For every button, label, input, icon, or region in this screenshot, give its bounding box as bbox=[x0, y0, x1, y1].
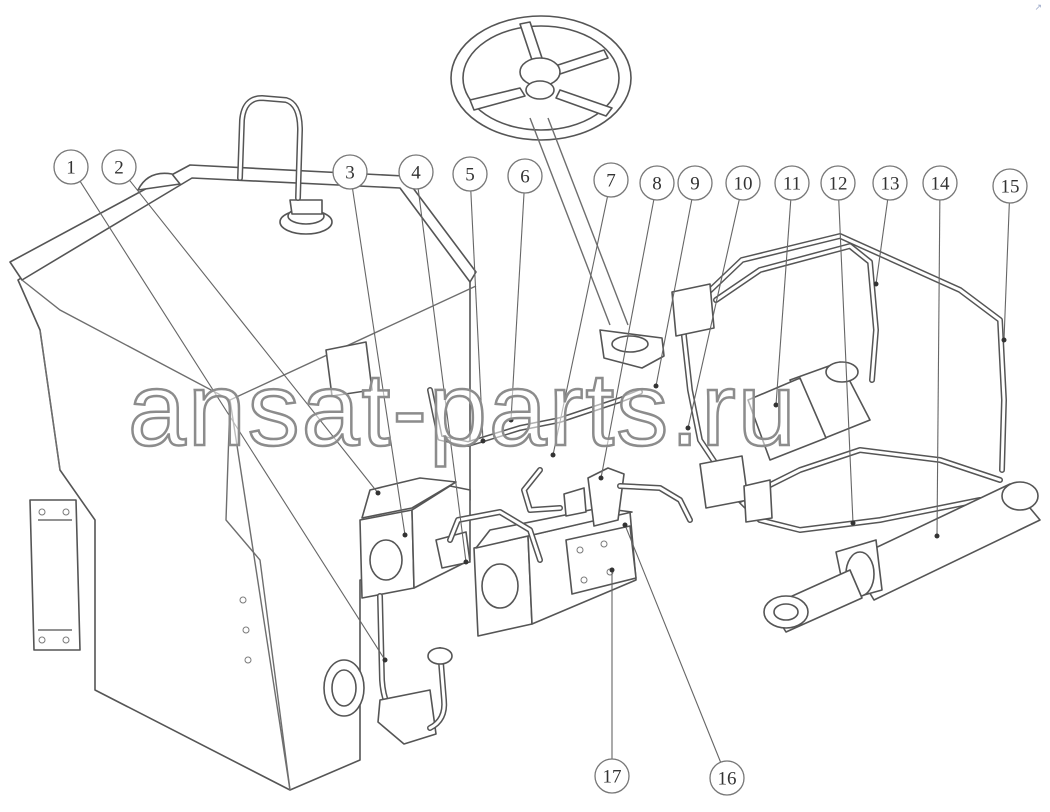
callout-circle-11 bbox=[774, 165, 810, 201]
leader-line-15 bbox=[1003, 202, 1010, 341]
callout-number-5: 5 bbox=[465, 165, 475, 186]
callout-3: 3 bbox=[332, 154, 368, 190]
steering-wheel bbox=[450, 15, 665, 369]
callout-2: 2 bbox=[101, 149, 137, 185]
leader-dot-10 bbox=[685, 425, 691, 431]
callout-circle-8 bbox=[639, 165, 675, 201]
callout-number-15: 15 bbox=[1001, 177, 1020, 198]
callout-17: 17 bbox=[594, 758, 630, 794]
corner-mark-icon: ↗ bbox=[1034, 2, 1042, 12]
callout-16: 16 bbox=[709, 760, 745, 796]
callout-15: 15 bbox=[992, 168, 1028, 204]
callout-12: 12 bbox=[820, 165, 856, 201]
callout-number-17: 17 bbox=[603, 767, 622, 788]
callout-number-8: 8 bbox=[652, 174, 662, 195]
callout-circle-13 bbox=[872, 165, 908, 201]
leader-dot-11 bbox=[773, 402, 779, 408]
leader-dot-2 bbox=[375, 490, 381, 496]
leader-line-5 bbox=[470, 190, 484, 442]
leader-dot-3 bbox=[402, 532, 408, 538]
leader-line-14 bbox=[936, 199, 941, 537]
leader-dot-14 bbox=[934, 533, 940, 539]
callout-circle-4 bbox=[398, 154, 434, 190]
pump-left bbox=[359, 477, 471, 599]
callout-9: 9 bbox=[677, 165, 713, 201]
pump-center bbox=[473, 467, 637, 637]
callout-number-6: 6 bbox=[520, 167, 530, 188]
leader-line-2 bbox=[129, 179, 379, 494]
callout-number-1: 1 bbox=[66, 158, 76, 179]
callout-leaders bbox=[79, 179, 1010, 763]
leader-line-13 bbox=[875, 199, 889, 285]
callout-5: 5 bbox=[452, 156, 488, 192]
callout-number-4: 4 bbox=[411, 163, 421, 184]
steering-cylinder-lower bbox=[763, 481, 1041, 633]
leader-dot-1 bbox=[382, 657, 388, 663]
leader-dot-17 bbox=[609, 567, 615, 573]
hydraulic-tank bbox=[9, 95, 477, 791]
callout-number-2: 2 bbox=[114, 158, 124, 179]
callout-number-13: 13 bbox=[881, 174, 900, 195]
leader-dot-9 bbox=[653, 383, 659, 389]
callout-circle-5 bbox=[452, 156, 488, 192]
callout-circle-14 bbox=[922, 165, 958, 201]
steering-cylinder-upper bbox=[747, 361, 871, 461]
leader-line-7 bbox=[552, 196, 609, 456]
leader-line-8 bbox=[600, 199, 655, 479]
leader-line-4 bbox=[417, 188, 467, 563]
leader-line-10 bbox=[687, 199, 740, 429]
leader-dot-13 bbox=[873, 281, 879, 287]
leader-line-1 bbox=[79, 181, 386, 661]
callout-circle-3 bbox=[332, 154, 368, 190]
leader-line-3 bbox=[352, 188, 406, 536]
callout-circle-10 bbox=[725, 165, 761, 201]
callout-circle-17 bbox=[594, 758, 630, 794]
callout-7: 7 bbox=[593, 162, 629, 198]
callout-8: 8 bbox=[639, 165, 675, 201]
callout-circle-12 bbox=[820, 165, 856, 201]
callout-4: 4 bbox=[398, 154, 434, 190]
leader-dot-7 bbox=[550, 452, 556, 458]
callout-13: 13 bbox=[872, 165, 908, 201]
leader-dot-16 bbox=[622, 522, 628, 528]
leader-line-9 bbox=[655, 199, 693, 387]
callout-circle-9 bbox=[677, 165, 713, 201]
leader-line-16 bbox=[624, 524, 722, 763]
callout-11: 11 bbox=[774, 165, 810, 201]
callout-6: 6 bbox=[507, 158, 543, 194]
callout-circle-7 bbox=[593, 162, 629, 198]
leader-line-11 bbox=[775, 199, 792, 406]
leader-dot-8 bbox=[598, 475, 604, 481]
leader-line-12 bbox=[838, 199, 854, 524]
callout-circle-16 bbox=[709, 760, 745, 796]
callout-number-3: 3 bbox=[345, 163, 355, 184]
callout-number-9: 9 bbox=[690, 174, 700, 195]
leader-dot-12 bbox=[850, 520, 856, 526]
callout-number-14: 14 bbox=[931, 174, 951, 195]
hose-lines bbox=[377, 233, 1013, 745]
callout-number-10: 10 bbox=[734, 174, 753, 195]
leader-line-6 bbox=[510, 192, 525, 421]
callout-circle-1 bbox=[53, 149, 89, 185]
callout-circle-15 bbox=[992, 168, 1028, 204]
callout-number-7: 7 bbox=[606, 171, 616, 192]
callout-14: 14 bbox=[922, 165, 958, 201]
callout-1: 1 bbox=[53, 149, 89, 185]
watermark-text: ansat-parts.ru bbox=[127, 352, 798, 468]
callout-circle-6 bbox=[507, 158, 543, 194]
leader-dot-5 bbox=[480, 438, 486, 444]
leader-dot-4 bbox=[463, 559, 469, 565]
callout-10: 10 bbox=[725, 165, 761, 201]
callout-number-12: 12 bbox=[829, 174, 848, 195]
callout-number-11: 11 bbox=[783, 174, 801, 195]
callout-circle-2 bbox=[101, 149, 137, 185]
leader-dot-15 bbox=[1001, 337, 1007, 343]
leader-dot-6 bbox=[508, 417, 514, 423]
callout-number-16: 16 bbox=[718, 769, 737, 790]
